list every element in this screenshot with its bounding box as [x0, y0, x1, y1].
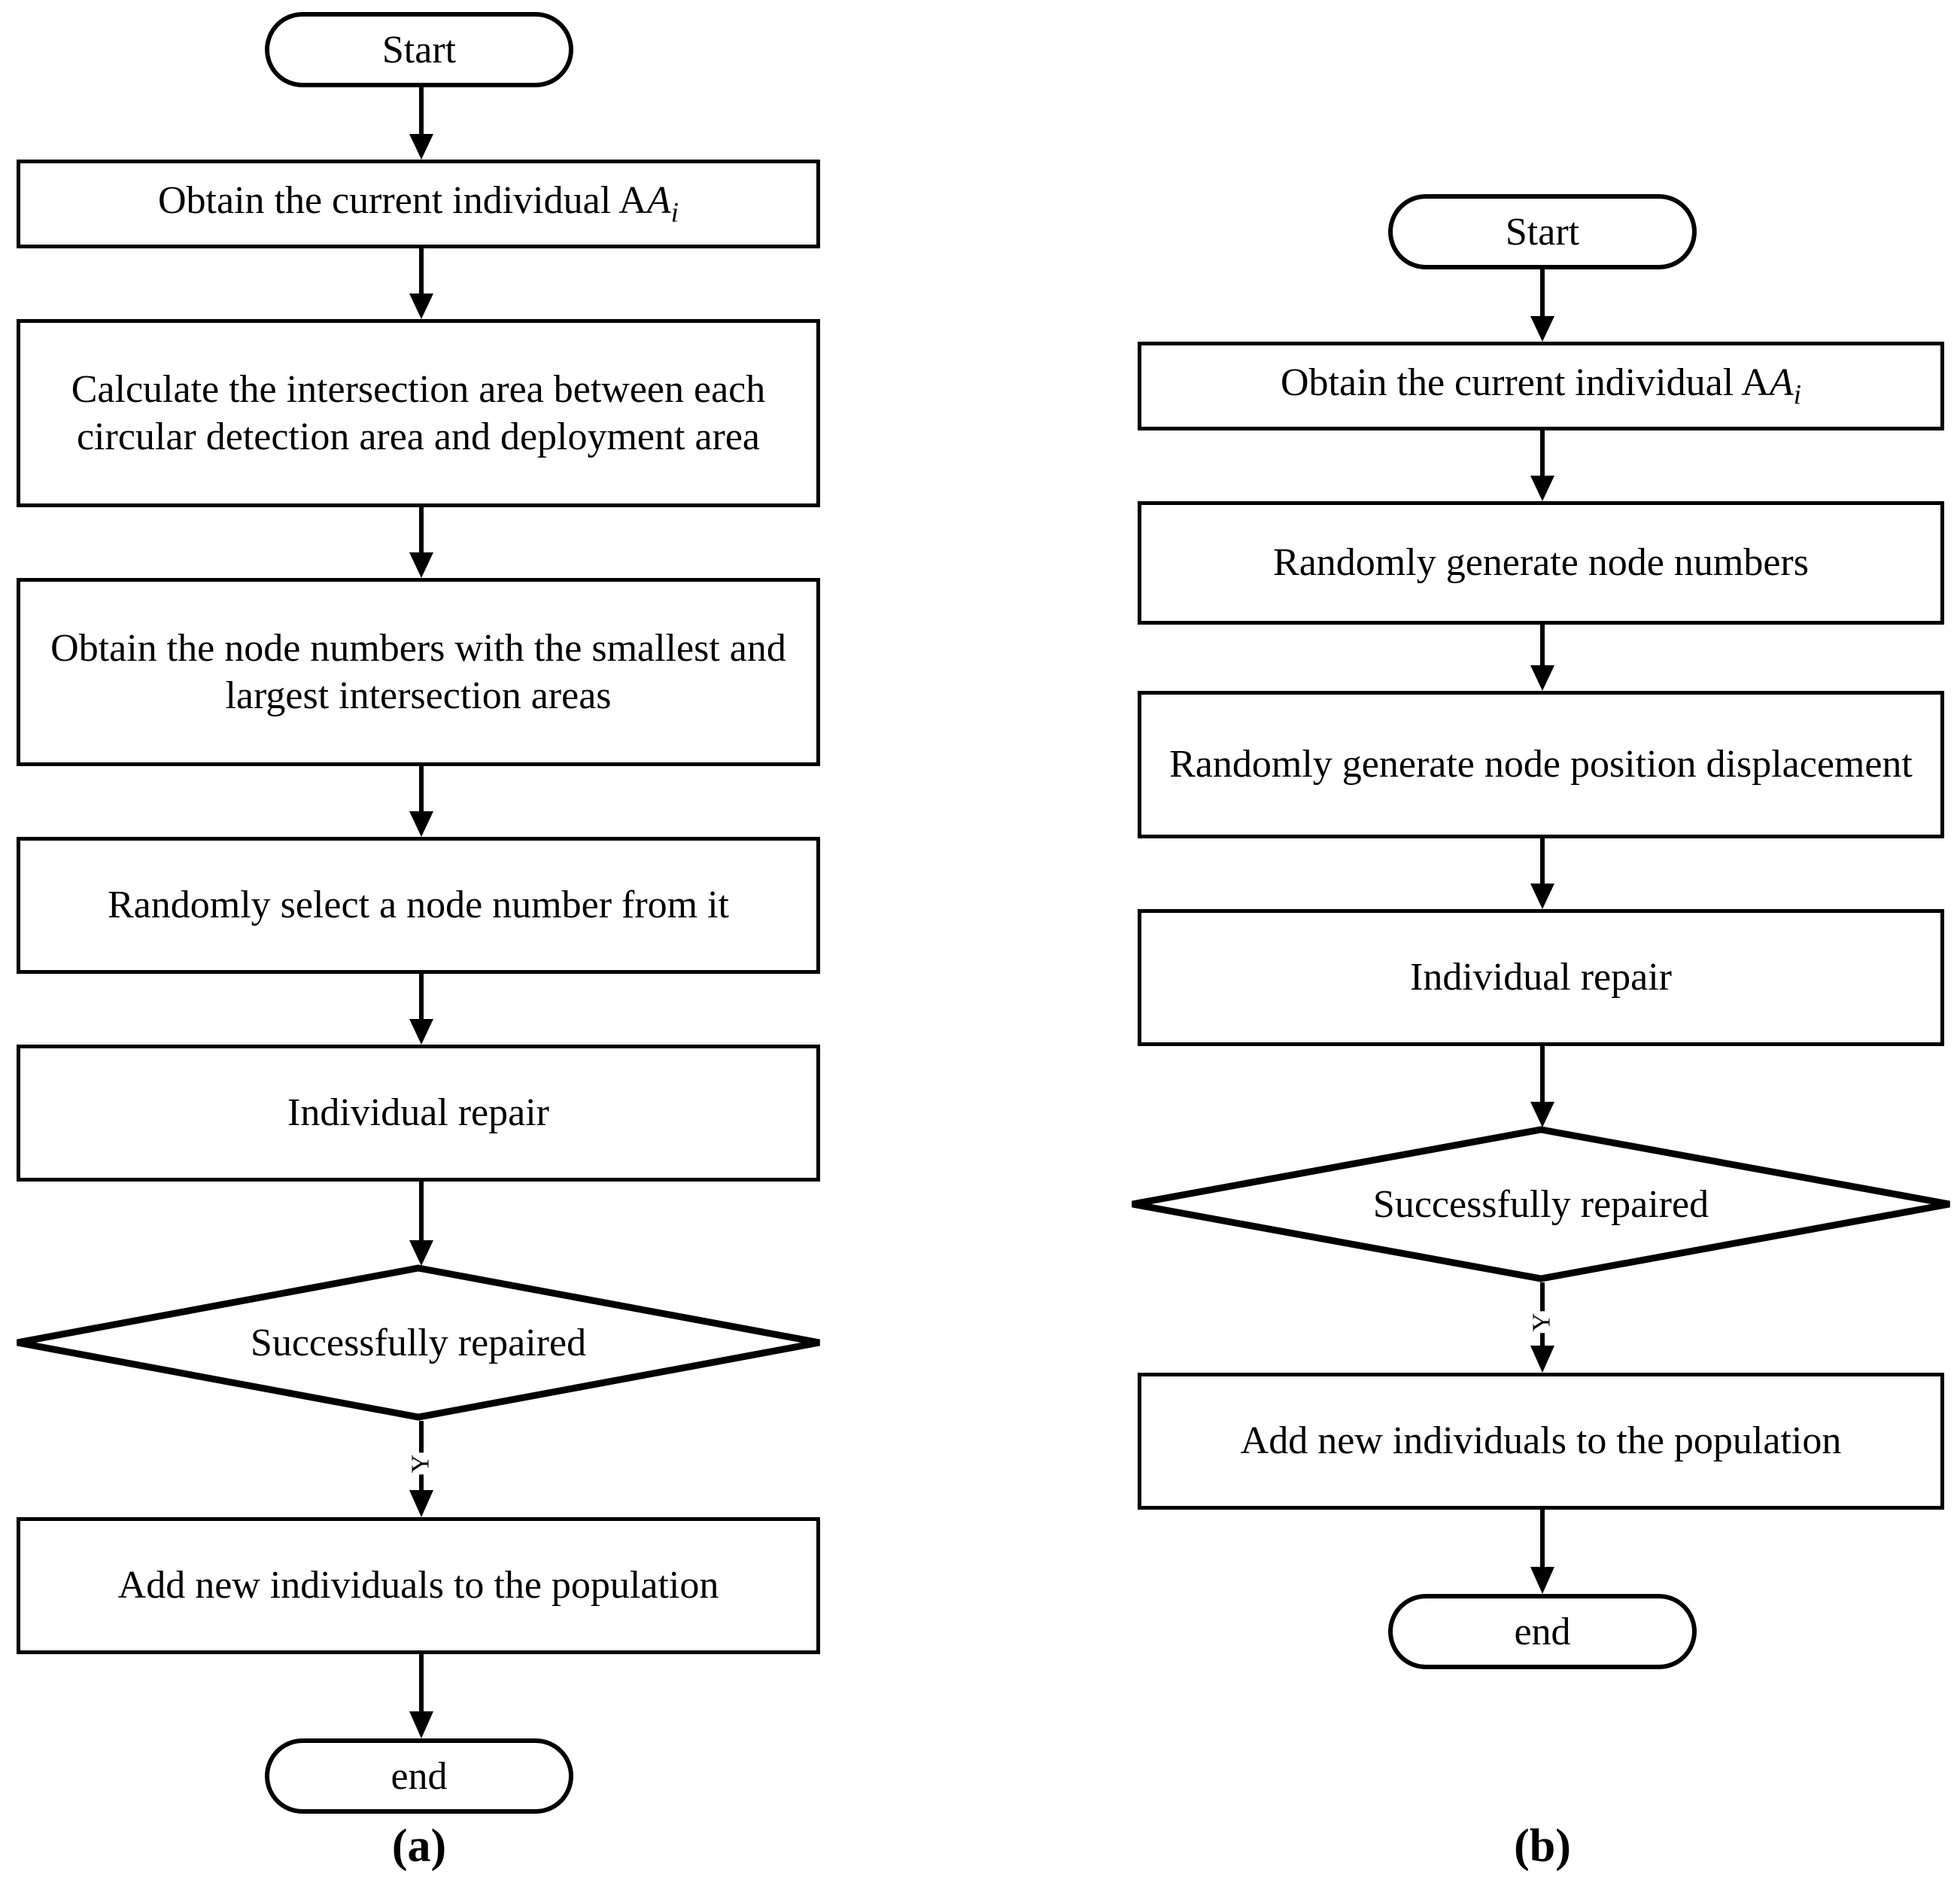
connector-a-select-to-repair — [409, 974, 433, 1045]
node-a-obtain-individual[interactable]: Obtain the current individual AAi — [17, 160, 820, 248]
node-a-add-individuals[interactable]: Add new individuals to the population — [17, 1517, 820, 1654]
connector-a-repair-to-decision — [409, 1182, 433, 1266]
connector-b-repair-to-decision — [1530, 1046, 1554, 1127]
edge-label-b-yes: Y — [1527, 1311, 1556, 1334]
node-b-decision-successfully-repaired[interactable]: Successfully repaired — [1129, 1126, 1953, 1282]
node-b-add-individuals[interactable]: Add new individuals to the population — [1138, 1373, 1944, 1510]
node-b-obtain-text: Obtain the current individual AAi — [1280, 361, 1802, 411]
caption-panel-b: (b) — [1514, 1820, 1571, 1872]
node-b-generate-node-numbers[interactable]: Randomly generate node numbers — [1138, 501, 1944, 625]
node-a-individual-repair[interactable]: Individual repair — [17, 1045, 820, 1182]
connector-b-add-to-end — [1530, 1510, 1554, 1594]
decision-diamond-shape-b — [1129, 1126, 1953, 1282]
connector-a-start-to-obtain — [409, 87, 433, 160]
node-b-decision-label: Successfully repaired — [1372, 1182, 1709, 1226]
node-a-calculate-intersection[interactable]: Calculate the intersection area between … — [17, 319, 820, 507]
node-b-end[interactable]: end — [1388, 1594, 1697, 1669]
caption-panel-a: (a) — [391, 1820, 447, 1872]
connector-b-gennums-to-gendisp — [1530, 625, 1554, 691]
math-var-A: A — [1769, 361, 1794, 405]
node-a-end[interactable]: end — [265, 1738, 573, 1814]
node-b-generate-node-displacement[interactable]: Randomly generate node position displace… — [1138, 691, 1944, 838]
decision-diamond-shape-a — [14, 1264, 823, 1421]
connector-b-obtain-to-gennums — [1530, 430, 1554, 501]
node-b-obtain-individual[interactable]: Obtain the current individual AAi — [1138, 342, 1944, 430]
node-a-decision-label: Successfully repaired — [250, 1321, 587, 1364]
math-sub-i: i — [1793, 379, 1802, 411]
edge-label-a-yes: Y — [406, 1452, 435, 1475]
node-a-obtain-text: Obtain the current individual AAi — [157, 179, 679, 229]
connector-b-start-to-obtain — [1530, 269, 1554, 342]
node-a-randomly-select[interactable]: Randomly select a node number from it — [17, 837, 820, 974]
node-a-obtain-node-numbers[interactable]: Obtain the node numbers with the smalles… — [17, 578, 820, 766]
connector-a-add-to-end — [409, 1654, 433, 1738]
node-b-start[interactable]: Start — [1388, 194, 1697, 269]
connector-a-calculate-to-nodenums — [409, 507, 433, 578]
connector-a-obtain-to-calculate — [409, 248, 433, 319]
node-a-decision-successfully-repaired[interactable]: Successfully repaired — [14, 1264, 823, 1421]
node-a-start[interactable]: Start — [265, 12, 573, 87]
math-var-A: A — [646, 179, 671, 223]
connector-a-nodenums-to-select — [409, 766, 433, 837]
connector-b-gendisp-to-repair — [1530, 838, 1554, 909]
math-sub-i: i — [670, 197, 679, 229]
node-b-individual-repair[interactable]: Individual repair — [1138, 909, 1944, 1046]
